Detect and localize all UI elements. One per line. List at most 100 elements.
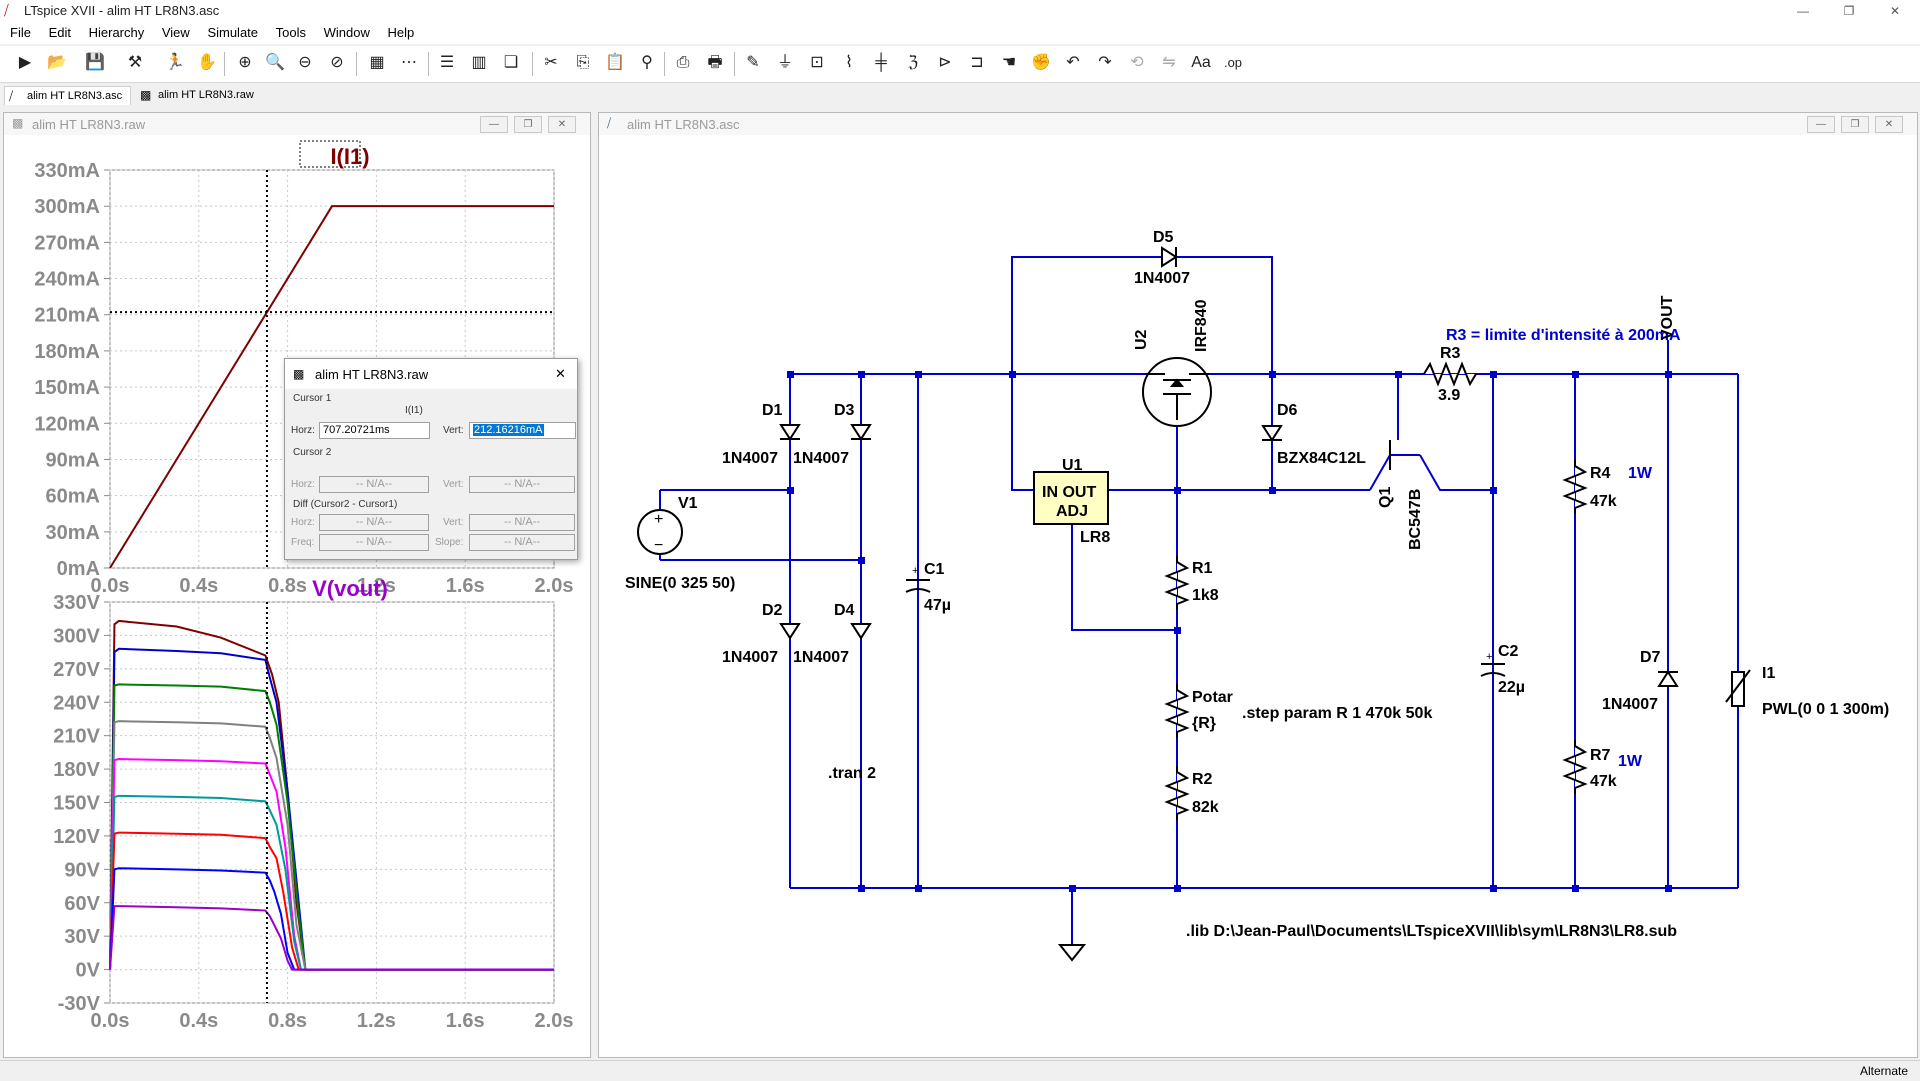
- y-tick-label: 120mA: [34, 413, 100, 435]
- open-icon[interactable]: 📂: [47, 54, 67, 71]
- grid-icon[interactable]: ⋯: [401, 54, 417, 71]
- mdi-restore-button[interactable]: ❐: [514, 116, 542, 133]
- resistor-icon[interactable]: ⌇: [845, 54, 853, 71]
- u1-regulator[interactable]: [1033, 471, 1109, 525]
- text-icon[interactable]: Aa: [1191, 54, 1211, 71]
- diff-slope-field[interactable]: -- N/A--: [469, 534, 575, 551]
- vert-label: Vert:: [443, 425, 464, 436]
- mdi-restore-button[interactable]: ❐: [1841, 116, 1869, 133]
- save-icon[interactable]: 💾: [85, 54, 105, 71]
- d1-label: D1: [762, 402, 783, 419]
- cascade-icon[interactable]: ❏: [503, 54, 519, 71]
- svg-text:−: −: [654, 537, 663, 554]
- horz-label: Horz:: [291, 425, 315, 436]
- lib-directive[interactable]: .lib D:\Jean-Paul\Documents\LTspiceXVII\…: [1186, 923, 1677, 940]
- zoom-out-icon[interactable]: ⊖: [298, 54, 312, 71]
- mdi-minimize-button[interactable]: —: [1807, 116, 1835, 133]
- mirror-icon[interactable]: ⇋: [1162, 54, 1176, 71]
- schematic-icon: ⧸: [9, 89, 14, 103]
- r7-value: 47k: [1590, 773, 1617, 790]
- tile-vertical-icon[interactable]: ▥: [471, 54, 487, 71]
- svg-text:+: +: [654, 511, 663, 528]
- cursor2-horz-field[interactable]: -- N/A--: [319, 476, 429, 493]
- cursor1-vert-field[interactable]: 212.16216mA: [469, 422, 576, 439]
- zoom-area-icon[interactable]: 🔍: [265, 54, 285, 71]
- waveform-icon: ▩: [293, 367, 305, 381]
- r3-value: 3.9: [1438, 387, 1460, 404]
- x-tick-label: 0.8s: [268, 575, 307, 597]
- capacitor-icon[interactable]: ╪: [875, 54, 887, 71]
- zoom-fit-icon[interactable]: ⊘: [330, 54, 344, 71]
- u1-pins: IN OUT: [1042, 484, 1096, 501]
- tile-horizontal-icon[interactable]: ☰: [439, 54, 455, 71]
- cursor2-vert-field[interactable]: -- N/A--: [469, 476, 575, 493]
- close-button[interactable]: ✕: [1889, 4, 1901, 18]
- vert-label: Vert:: [443, 479, 464, 490]
- copy-icon[interactable]: ⎘: [576, 54, 590, 71]
- cursor-dialog-title: alim HT LR8N3.raw: [315, 367, 429, 382]
- u2-label: U2: [1133, 329, 1150, 350]
- diff-vert-field[interactable]: -- N/A--: [469, 514, 575, 531]
- c2-value: 22µ: [1498, 679, 1525, 696]
- mdi-close-button[interactable]: ✕: [1875, 116, 1903, 133]
- menu-tools[interactable]: Tools: [275, 25, 306, 40]
- zoom-in-icon[interactable]: ⊕: [238, 54, 252, 71]
- move-icon[interactable]: ☚: [1001, 54, 1017, 71]
- freq-label: Freq:: [291, 537, 315, 548]
- v1-value: SINE(0 325 50): [625, 575, 735, 592]
- new-schematic-icon[interactable]: ▶: [18, 54, 32, 71]
- menu-simulate[interactable]: Simulate: [207, 25, 259, 40]
- draw-wire-icon[interactable]: ✎: [746, 54, 760, 71]
- menu-view[interactable]: View: [161, 25, 190, 40]
- x-tick-label: 2.0s: [535, 575, 574, 597]
- y-tick-label: 210V: [53, 726, 100, 748]
- find-icon[interactable]: ⚲: [641, 54, 653, 71]
- y-tick-label: -30V: [58, 993, 101, 1015]
- drag-icon[interactable]: ✊: [1031, 54, 1051, 71]
- tab-waveform[interactable]: ▩ alim HT LR8N3.raw: [136, 86, 262, 104]
- y-tick-label: 300V: [53, 625, 100, 647]
- print-preview-icon[interactable]: 🖶: [707, 54, 723, 71]
- horz-label: Horz:: [291, 517, 315, 528]
- label-net-icon[interactable]: ⊡: [810, 54, 824, 71]
- pan-icon[interactable]: ✋: [197, 54, 217, 71]
- d5-model: 1N4007: [1134, 270, 1190, 287]
- menu-edit[interactable]: Edit: [48, 25, 71, 40]
- diff-freq-field[interactable]: -- N/A--: [319, 534, 429, 551]
- menu-window[interactable]: Window: [323, 25, 370, 40]
- menu-help[interactable]: Help: [387, 25, 415, 40]
- tab-schematic[interactable]: ⧸ alim HT LR8N3.asc: [4, 86, 132, 105]
- cursor-dialog-close-button[interactable]: ✕: [555, 366, 566, 381]
- paste-icon[interactable]: 📋: [605, 54, 625, 71]
- tran-directive[interactable]: .tran 2: [828, 765, 876, 782]
- x-tick-label: 0.8s: [268, 1010, 307, 1032]
- cut-icon[interactable]: ✂: [544, 54, 558, 71]
- inductor-icon[interactable]: ℨ: [908, 54, 918, 71]
- spice-directive-icon[interactable]: .op: [1223, 55, 1243, 70]
- diff-horz-field[interactable]: -- N/A--: [319, 514, 429, 531]
- ground-icon[interactable]: ⏚: [776, 54, 793, 71]
- restore-button[interactable]: ❐: [1843, 4, 1855, 18]
- rotate-icon[interactable]: ⟲: [1130, 54, 1144, 71]
- d5-label: D5: [1153, 229, 1174, 246]
- redo-icon[interactable]: ↷: [1098, 54, 1112, 71]
- control-panel-icon[interactable]: ⚒: [127, 54, 143, 71]
- diode-icon[interactable]: ⊳: [938, 54, 952, 71]
- cursor1-horz-field[interactable]: 707.20721ms: [319, 422, 430, 439]
- print-icon[interactable]: ⎙: [676, 54, 690, 71]
- step-directive[interactable]: .step param R 1 470k 50k: [1242, 705, 1432, 722]
- menu-hierarchy[interactable]: Hierarchy: [88, 25, 145, 40]
- menu-file[interactable]: File: [10, 25, 31, 40]
- component-icon[interactable]: ⊐: [970, 54, 984, 71]
- minimize-button[interactable]: —: [1797, 4, 1809, 18]
- run-icon[interactable]: 🏃: [165, 54, 185, 71]
- mdi-close-button[interactable]: ✕: [548, 116, 576, 133]
- schematic-window-title: alim HT LR8N3.asc: [627, 117, 740, 132]
- undo-icon[interactable]: ↶: [1066, 54, 1080, 71]
- autorange-icon[interactable]: ▦: [369, 54, 385, 71]
- mdi-minimize-button[interactable]: —: [480, 116, 508, 133]
- d3-label: D3: [834, 402, 855, 419]
- toolbar: ▶ 📂 💾 ⚒ 🏃 ✋ ⊕ 🔍 ⊖ ⊘ ▦ ⋯ ☰ ▥ ❏ ✂ ⎘ 📋 ⚲ ⎙ …: [0, 46, 1920, 83]
